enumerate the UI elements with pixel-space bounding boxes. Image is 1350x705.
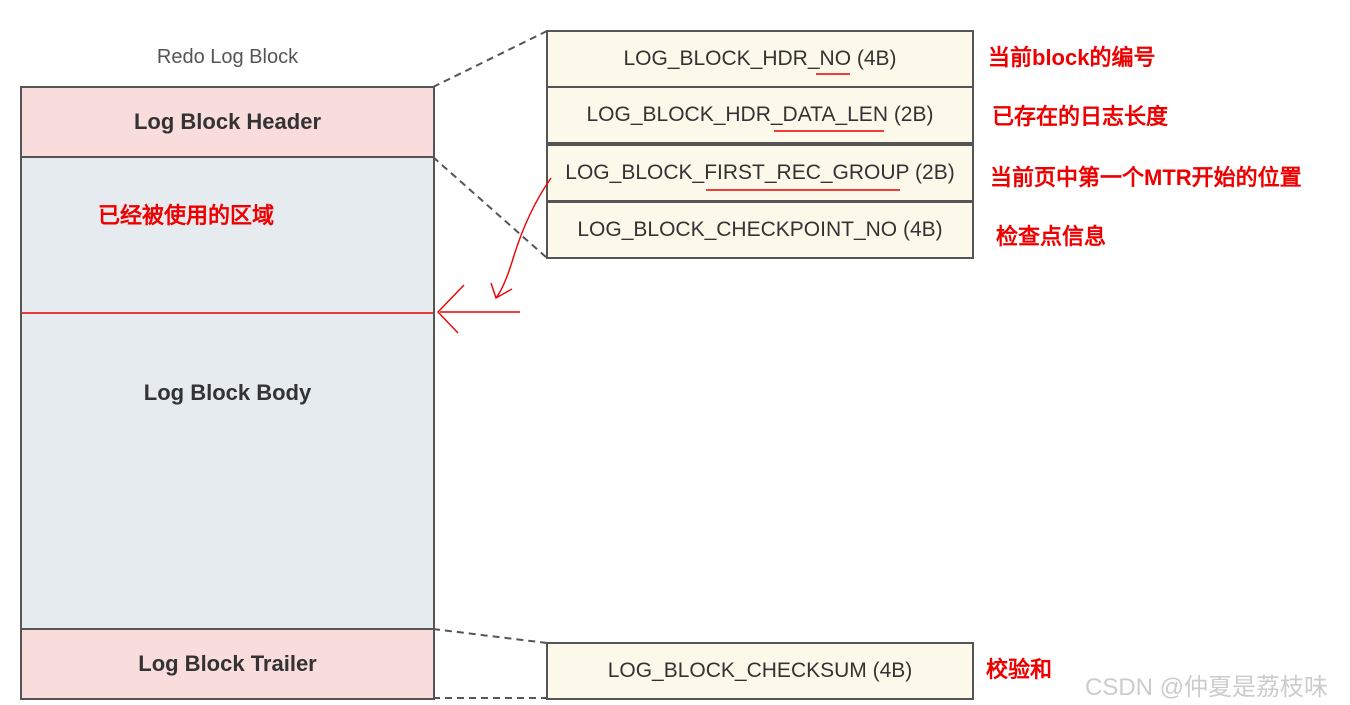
log-block-trailer-label: Log Block Trailer xyxy=(138,651,317,676)
field-checksum: LOG_BLOCK_CHECKSUM (4B) xyxy=(546,642,974,700)
log-block-body-label: Log Block Body xyxy=(143,380,312,405)
field-first-rec-group: LOG_BLOCK_FIRST_REC_GROUP (2B) xyxy=(546,144,974,202)
used-area-label: 已经被使用的区域 xyxy=(98,203,275,228)
field-checksum-label: LOG_BLOCK_CHECKSUM (4B) xyxy=(607,659,913,682)
log-block-body: Log Block Body xyxy=(20,156,435,630)
block-title: Redo Log Block xyxy=(156,46,299,68)
note-first-rec-group: 当前页中第一个MTR开始的位置 xyxy=(990,165,1302,190)
field-hdr-data-len-label: LOG_BLOCK_HDR_DATA_LEN (2B) xyxy=(586,103,934,126)
field-checkpoint-no-label: LOG_BLOCK_CHECKPOINT_NO (4B) xyxy=(577,218,943,241)
note-hdr-no: 当前block的编号 xyxy=(988,45,1156,70)
dashed-connector-header-top xyxy=(432,30,548,88)
field-hdr-data-len: LOG_BLOCK_HDR_DATA_LEN (2B) xyxy=(546,86,974,144)
pointer-arrow-head xyxy=(437,284,465,334)
dashed-connector-header-bottom xyxy=(432,156,548,259)
note-checksum: 校验和 xyxy=(986,657,1053,682)
field-hdr-no-label: LOG_BLOCK_HDR_NO (4B) xyxy=(623,47,897,70)
watermark: CSDN @仲夏是荔枝味 xyxy=(1085,674,1329,701)
log-block-header-label: Log Block Header xyxy=(133,109,322,134)
log-block-trailer: Log Block Trailer xyxy=(20,628,435,700)
curved-arrow-head xyxy=(490,282,513,300)
field-checkpoint-no: LOG_BLOCK_CHECKPOINT_NO (4B) xyxy=(546,201,974,259)
dashed-connector-trailer-top xyxy=(432,628,548,644)
note-hdr-data-len: 已存在的日志长度 xyxy=(992,104,1169,129)
field-first-rec-group-label: LOG_BLOCK_FIRST_REC_GROUP (2B) xyxy=(565,161,955,184)
curved-arrow-shaft xyxy=(495,177,552,299)
note-checkpoint-no: 检查点信息 xyxy=(996,224,1107,249)
